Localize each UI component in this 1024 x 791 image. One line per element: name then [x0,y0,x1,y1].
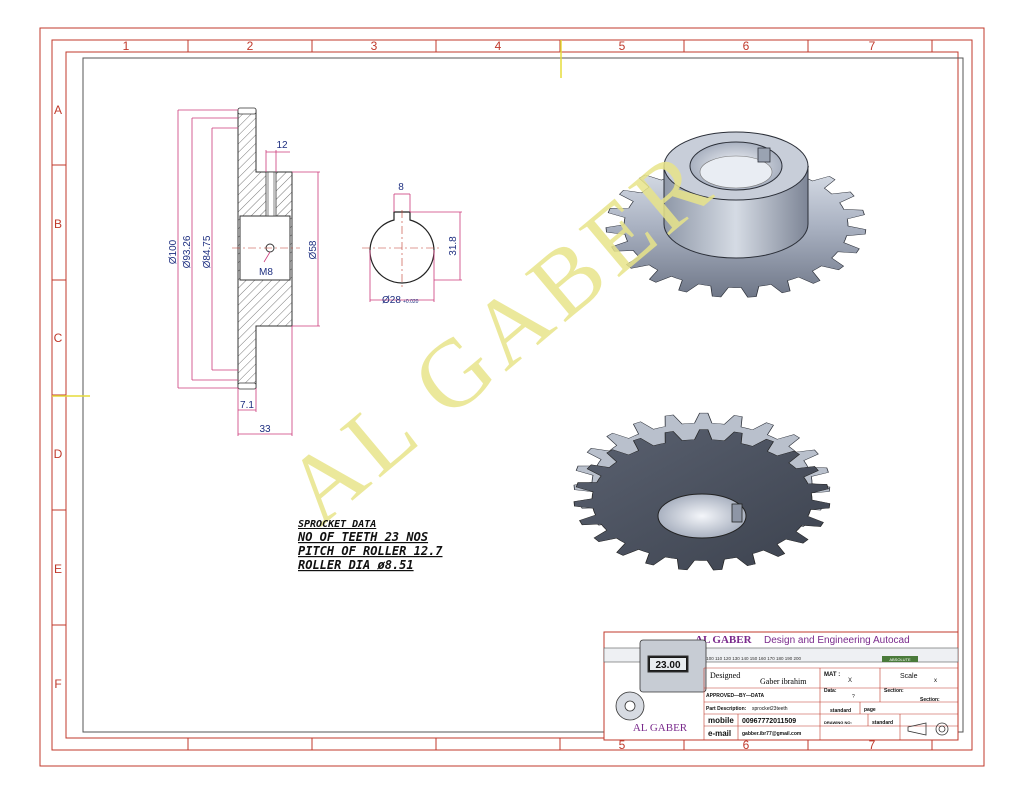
page-label: page [864,707,876,713]
mobile-label: mobile [708,716,734,725]
zone-col-5: 5 [619,39,626,53]
mat-label: MAT : [824,672,840,678]
dim-bore: Ø28 [382,295,401,306]
section-label-2: Section: [920,697,940,703]
section-label: Section: [884,688,904,694]
zone-row-a: A [54,103,62,117]
sprocket-iso-top [605,131,867,298]
dim-m8: M8 [259,267,273,278]
standard-label-2: standard [872,720,893,726]
zone-row-labels: A B C D E F [54,103,63,691]
sprocket-notes: SPROCKET DATA NO OF TEETH 23 NOS PITCH O… [297,519,443,572]
dim-d58: Ø58 [308,240,319,259]
bore-view: 8 31.8 Ø28 +0.020 [362,182,462,306]
zone-row-d: D [54,447,63,461]
zone-col-1: 1 [123,39,130,53]
title-block-header: Design and Engineering Autocad [764,635,910,646]
dim-w12: 12 [276,140,288,151]
part-description-value: sprocket23teeth [752,706,788,712]
zone-row-b: B [54,217,62,231]
sheet-frame [39,27,985,767]
projection-symbol-icon [907,722,949,736]
zone-row-c: C [54,331,63,345]
sprocket-iso-bottom [573,412,831,571]
email-label: e-mail [708,729,731,738]
data-label: Data: [824,688,837,694]
mat-value: X [848,678,852,684]
zone-col-6: 6 [743,39,750,53]
notes-line1: NO OF TEETH 23 NOS [297,530,428,544]
designed-label: Designed [710,671,740,680]
standard-label-1: standard [830,708,851,714]
zone-row-e: E [54,562,62,576]
dim-key-width: 8 [398,182,404,193]
part-description-label: Part Description: [706,706,747,712]
caliper-scale: 10 100 110 120 130 140 150 160 170 180 1… [700,656,802,661]
approved-label: APPROVED—BY—DATA [706,693,765,699]
zone-col-7: 7 [869,39,876,53]
zone-bottom-7: 7 [869,738,876,752]
designer-name: Gaber ibrahim [760,677,807,686]
scale-label: Scale [900,673,918,680]
title-block-brand: AL GABER [695,634,753,646]
title-block: AL GABER Design and Engineering Autocad … [603,631,959,741]
zone-col-4: 4 [495,39,502,53]
caliper-brand: ABSOLUTE [889,657,911,662]
notes-title: SPROCKET DATA [298,519,376,530]
dim-w33: 33 [259,424,271,435]
dim-d93: Ø93.26 [182,235,193,268]
notes-line3: ROLLER DIA ø8.51 [298,558,414,572]
caliper-reading: 23.00 [655,660,680,671]
section-view: Ø100 Ø93.26 Ø84.75 Ø58 12 M8 7.1 33 [168,107,320,436]
zone-col-2: 2 [247,39,254,53]
dim-d84: Ø84.75 [202,235,213,268]
zone-bottom-5: 5 [619,738,626,752]
dim-d100: Ø100 [168,239,179,264]
zone-row-f: F [54,677,61,691]
notes-line2: PITCH OF ROLLER 12.7 [298,544,443,558]
dim-w7: 7.1 [240,400,254,411]
zone-col-3: 3 [371,39,378,53]
data-value: ? [852,694,855,700]
zone-column-labels: 1 2 3 4 5 6 7 5 6 7 [123,39,876,752]
drawing-no-label: DRAWING NO: [824,720,852,725]
caliper-graphic: 10 100 110 120 130 140 150 160 170 180 1… [603,639,959,734]
email-value: gabber.ibr77@gmail.com [742,731,802,737]
dim-bore-tolerance: +0.020 [403,299,419,305]
title-block-logo-text: AL GABER [633,722,688,734]
zone-bottom-6: 6 [743,738,750,752]
mobile-value: 00967772011509 [742,718,796,725]
scale-value: x [934,678,937,684]
dim-key-depth: 31.8 [448,236,459,256]
